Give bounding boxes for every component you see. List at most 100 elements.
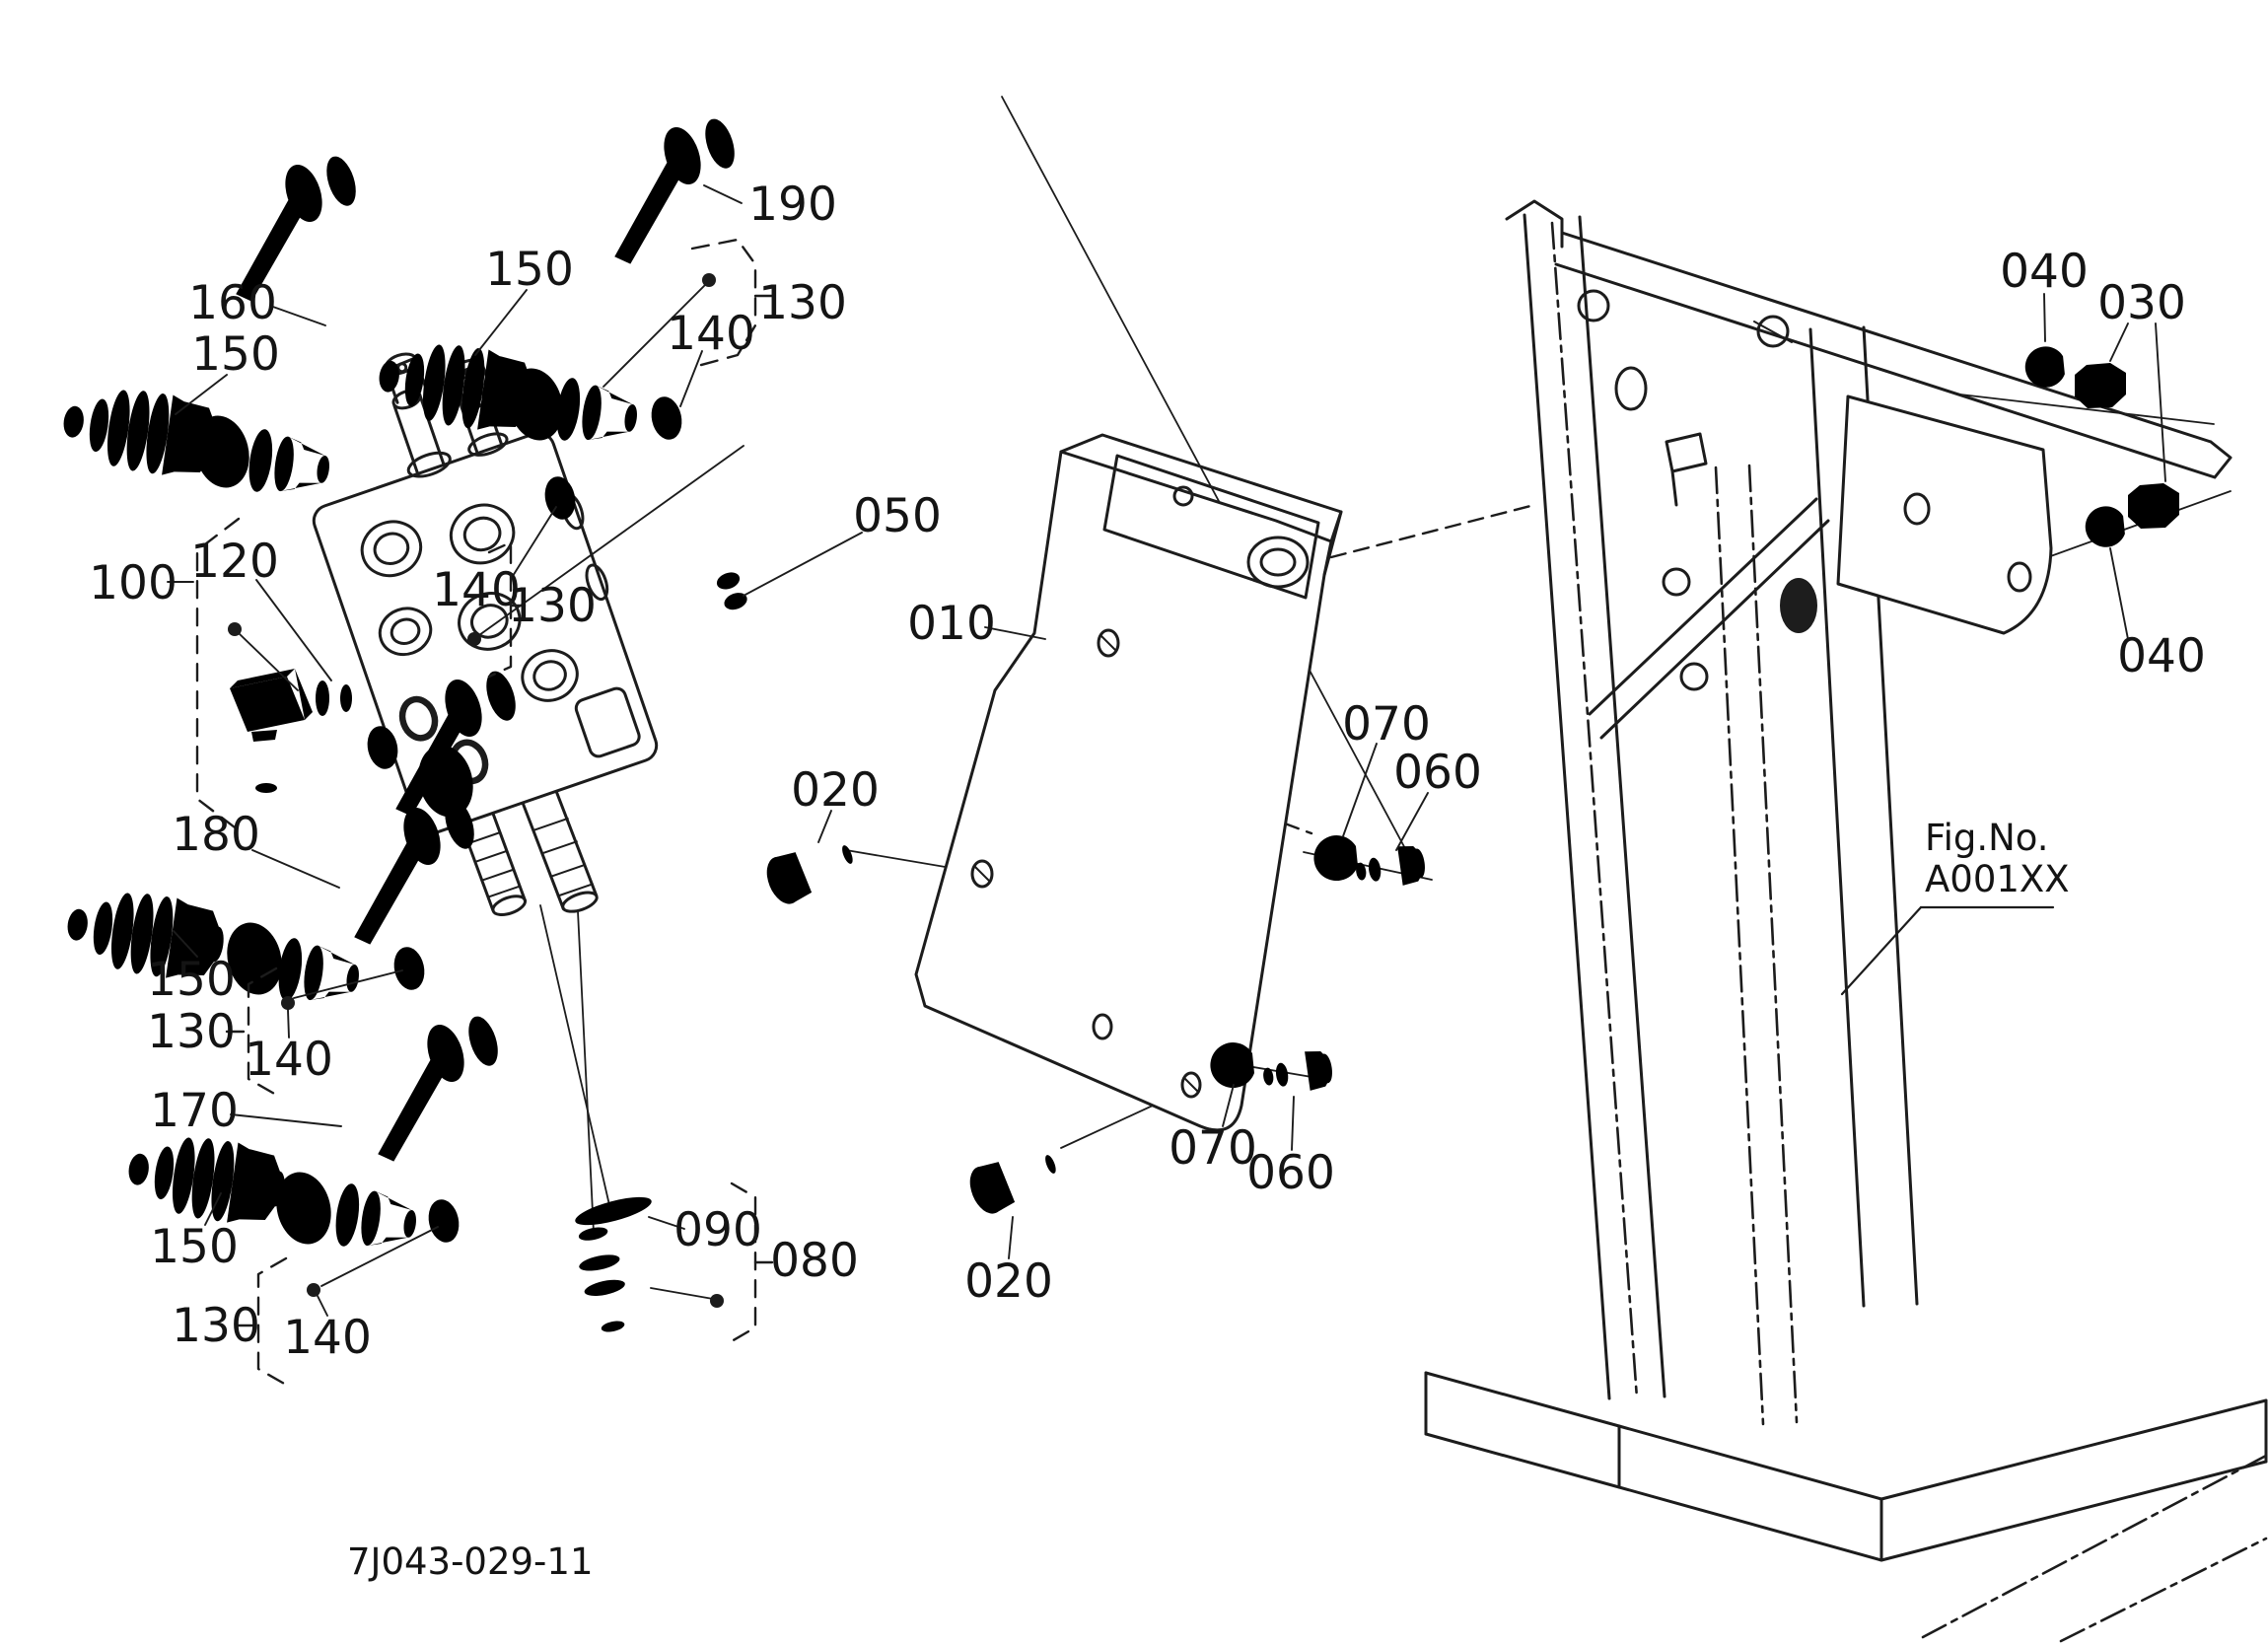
leader-line xyxy=(602,283,707,388)
part-number-label: 130 xyxy=(508,579,597,633)
part-number-label: 150 xyxy=(191,327,280,382)
part-number-label: 130 xyxy=(147,1005,236,1059)
leader-line xyxy=(293,969,403,999)
part-number-label: 030 xyxy=(2097,276,2186,330)
leader-line xyxy=(320,1226,439,1287)
reference-line xyxy=(539,904,610,1206)
callout-130-3: 130 xyxy=(602,238,847,388)
part-number-label: 100 xyxy=(89,556,177,610)
callout-dot xyxy=(307,1283,320,1297)
hex-nut-030 xyxy=(2128,483,2179,529)
figure-references: Fig.No. A001XX 7J043-029-11 xyxy=(347,817,2070,1583)
callout-010-11: 010 xyxy=(907,597,1046,651)
callout-150-13: 150 xyxy=(147,930,236,1007)
part-number-label: 070 xyxy=(1169,1121,1257,1176)
dust-cap-190 xyxy=(582,111,759,268)
part-number-label: 140 xyxy=(245,1033,333,1087)
part-number-label: 050 xyxy=(853,489,942,543)
leader-line xyxy=(2109,322,2129,362)
o-ring xyxy=(424,1196,463,1246)
leader-line xyxy=(251,849,340,889)
leader-line xyxy=(984,626,1046,640)
valve-stud-050 xyxy=(714,569,757,633)
leader-line xyxy=(2155,322,2166,482)
elbow-fitting-120 xyxy=(230,669,352,793)
part-number-label: 140 xyxy=(283,1311,372,1365)
callout-dot xyxy=(281,996,295,1010)
fig-no-label: Fig.No. xyxy=(1925,817,2049,859)
part-number-label: 150 xyxy=(147,953,236,1007)
callout-150-1: 150 xyxy=(474,243,574,356)
part-number-label: 020 xyxy=(791,763,880,818)
callout-170-16: 170 xyxy=(150,1084,342,1138)
dust-cap-170 xyxy=(345,1009,523,1166)
callout-150-17: 150 xyxy=(150,1192,239,1274)
callout-180-12: 180 xyxy=(172,808,340,889)
leader-line xyxy=(650,1287,714,1300)
callout-120-7: 120 xyxy=(190,535,332,681)
group-bracket xyxy=(690,238,757,369)
callout-050-10: 050 xyxy=(743,489,942,597)
diagram-line-art xyxy=(58,96,2268,1643)
callout-140-19: 140 xyxy=(283,1226,439,1365)
leader-line xyxy=(1395,792,1429,851)
o-ring-090 xyxy=(572,1190,655,1232)
callout-040-30: 040 xyxy=(2109,547,2206,683)
part-number-label: 020 xyxy=(964,1254,1053,1309)
part-number-label: 130 xyxy=(172,1299,260,1353)
callout-060-22: 060 xyxy=(1393,746,1482,851)
callout-130-9: 130 xyxy=(487,540,597,679)
callout-040-28: 040 xyxy=(2000,245,2089,342)
part-number-label: 060 xyxy=(1246,1146,1335,1200)
leader-line xyxy=(173,930,198,958)
leader-line xyxy=(512,506,557,577)
drawing-number: 7J043-029-11 xyxy=(347,1540,593,1583)
part-number-label: 140 xyxy=(432,563,521,617)
group-bracket xyxy=(256,1256,288,1387)
coupler-male-adapter xyxy=(553,376,642,451)
leader-line xyxy=(175,374,228,415)
callout-dot xyxy=(467,632,481,646)
fig-no-value: A001XX xyxy=(1925,858,2070,900)
part-number-label: 140 xyxy=(667,307,755,361)
part-number-label: 130 xyxy=(758,276,847,330)
spring-washer-040 xyxy=(2085,506,2125,547)
part-number-label: 160 xyxy=(188,276,277,330)
quick-coupler-socket xyxy=(123,1127,290,1231)
leader-line xyxy=(2043,293,2046,342)
callout-100-6: 100 xyxy=(89,517,299,832)
callout-dot xyxy=(702,273,716,287)
callout-190-0: 190 xyxy=(703,178,837,232)
o-ring xyxy=(390,944,429,993)
leader-line xyxy=(317,1295,328,1317)
leader-line xyxy=(204,1192,222,1226)
part-number-label: 040 xyxy=(2000,245,2089,299)
stud-axis-line xyxy=(1959,394,2215,425)
control-valve xyxy=(312,352,659,917)
leader-line xyxy=(1008,1216,1014,1259)
coupler-male-adapter xyxy=(246,427,334,502)
part-number-label: 070 xyxy=(1342,697,1431,752)
callout-130-18: 130 xyxy=(172,1256,288,1387)
leader-line xyxy=(1222,1084,1235,1127)
part-number-label: 150 xyxy=(150,1220,239,1274)
leader-line xyxy=(817,810,832,843)
leader-line xyxy=(2109,547,2129,640)
callout-140-8: 140 xyxy=(432,445,744,646)
hex-bolt-020 xyxy=(963,1139,1064,1219)
leader-line xyxy=(238,632,299,691)
leader-line xyxy=(269,305,326,326)
callout-160-2: 160 xyxy=(188,276,326,330)
callout-130-14: 130 xyxy=(147,967,278,1097)
adapter-nipple-080 xyxy=(571,1223,635,1336)
callout-140-5: 140 xyxy=(667,307,755,407)
part-number-label: 060 xyxy=(1393,746,1482,800)
hex-nut-030 xyxy=(2075,363,2126,408)
part-number-label: 040 xyxy=(2117,629,2206,683)
plug-060 xyxy=(1260,1047,1335,1098)
part-number-label: 180 xyxy=(172,808,260,862)
coupler-row-180 xyxy=(62,792,499,1011)
leader-line xyxy=(230,1113,342,1127)
part-number-label: 120 xyxy=(190,535,279,589)
